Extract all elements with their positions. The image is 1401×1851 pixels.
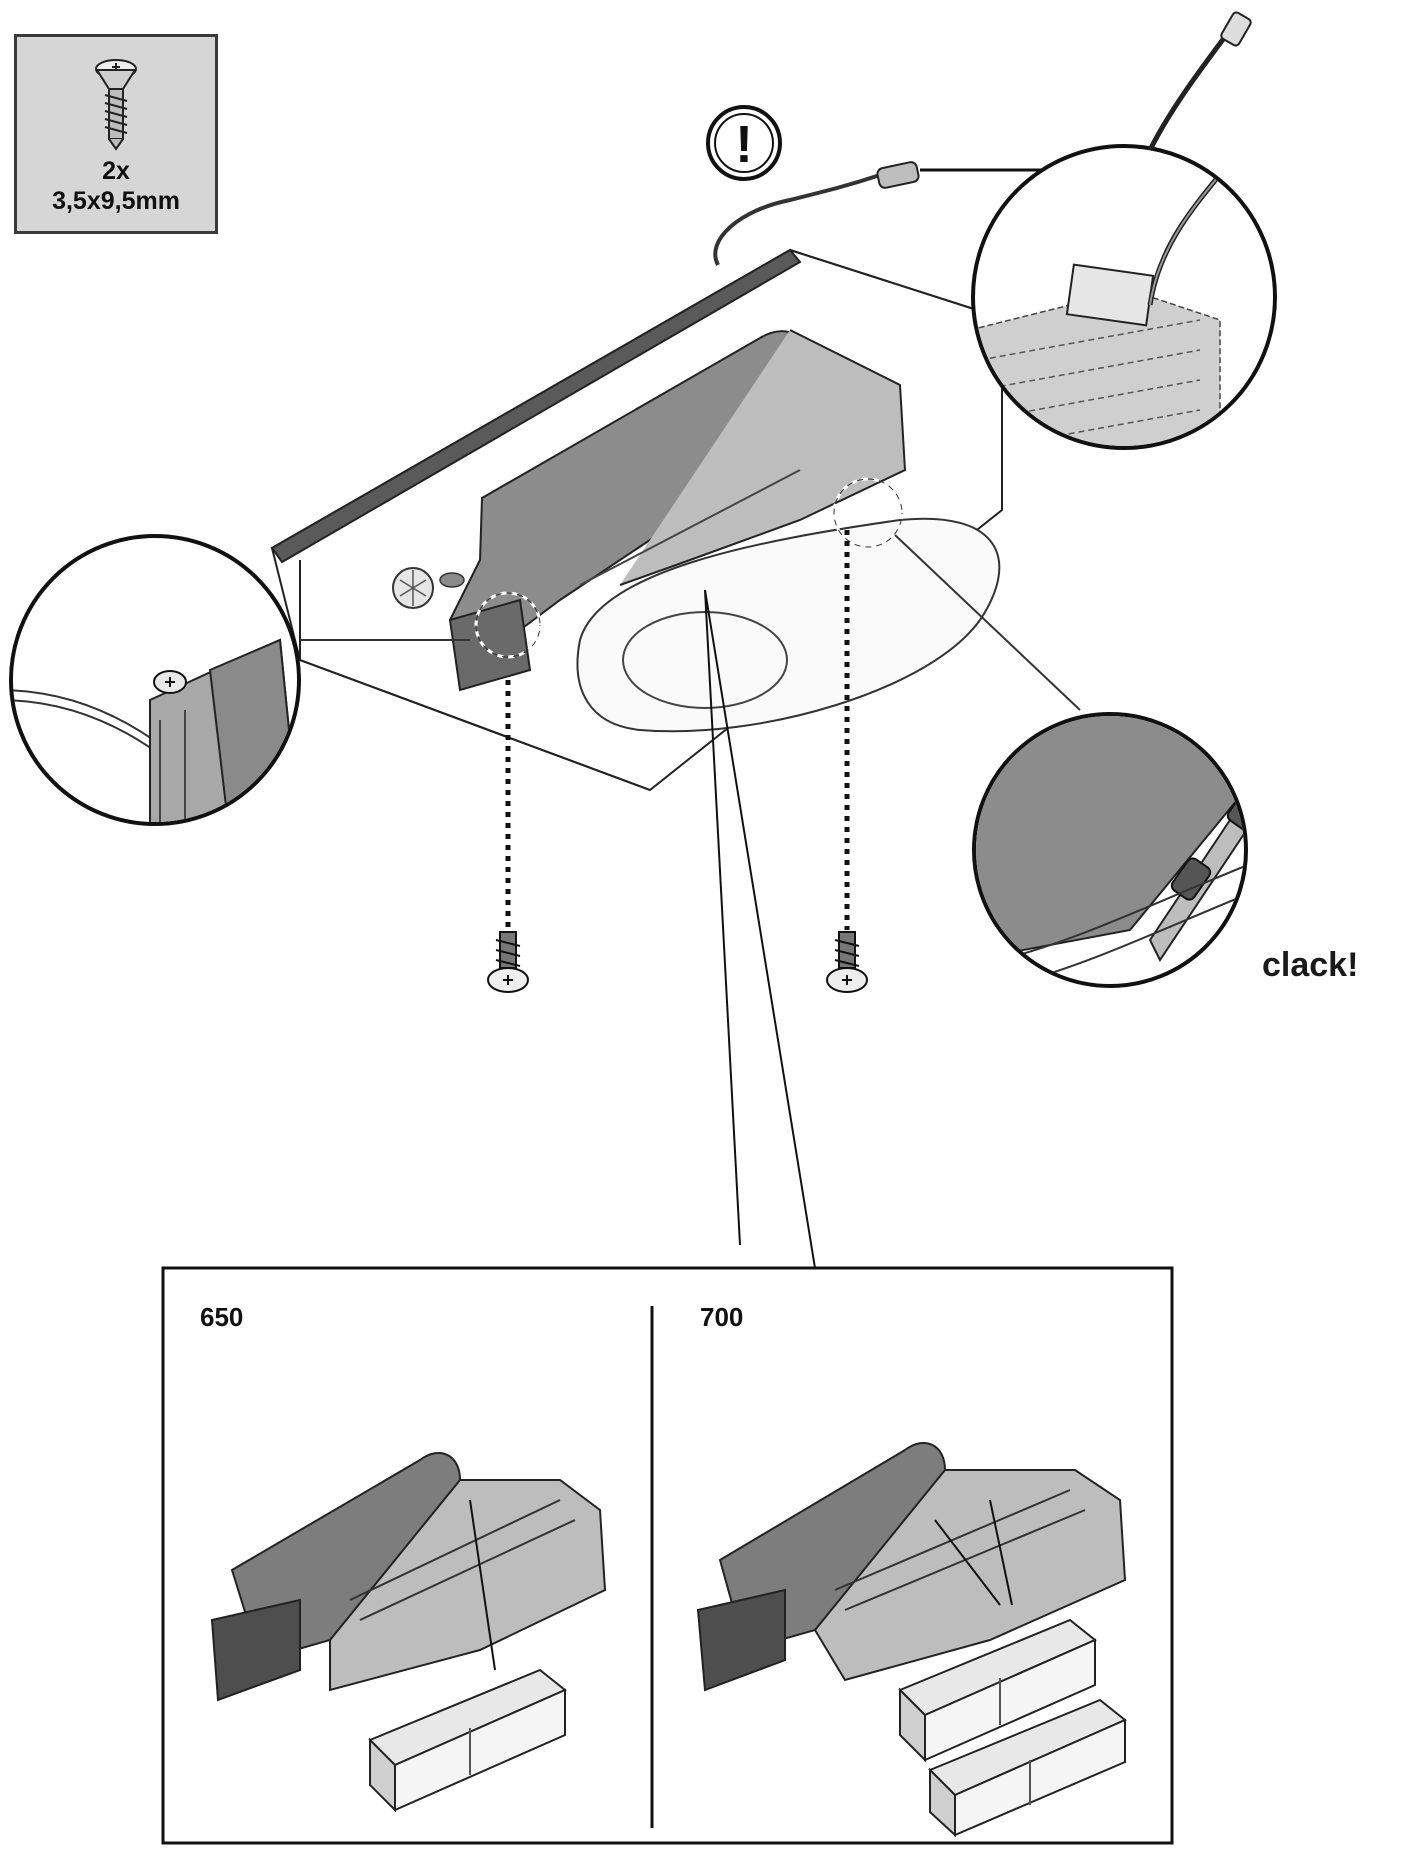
variant-650-duct: [210, 1451, 607, 1702]
screw-quantity: 2x: [102, 157, 130, 185]
detail-clip-snap: [972, 712, 1248, 988]
screw-icon: [95, 59, 137, 151]
warning-icon: !: [706, 105, 782, 181]
screw-left: [487, 931, 529, 993]
variant-label-700: 700: [700, 1302, 744, 1332]
variants-panel: [161, 1266, 1174, 1845]
variant-650-filter: [368, 1668, 567, 1813]
variant-700-filter-2: [928, 1698, 1127, 1838]
screw-right: [826, 931, 868, 993]
clack-label: clack!: [1262, 946, 1359, 984]
warning-symbol: !: [735, 116, 752, 174]
variant-700-duct: [696, 1441, 1127, 1692]
variant-label-650: 650: [200, 1302, 244, 1332]
detail-plug-connection: [971, 144, 1277, 450]
screw-size: 3,5x9,5mm: [52, 187, 180, 215]
variant-700-filter-1: [898, 1618, 1097, 1763]
duct-cover: [448, 329, 907, 692]
screw-spec-box: 2x 3,5x9,5mm: [14, 34, 218, 234]
detail-left-screw: [9, 534, 301, 826]
